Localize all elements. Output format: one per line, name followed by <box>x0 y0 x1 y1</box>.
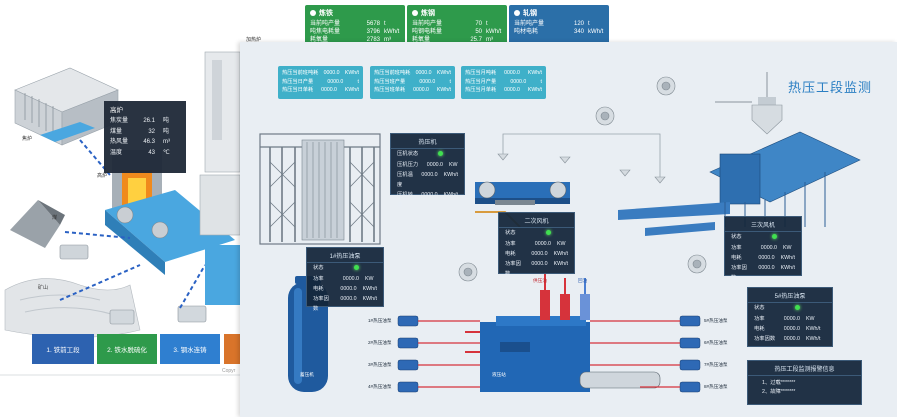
panel-title: 二次风机 <box>499 213 574 228</box>
popup-title: 高炉 <box>110 107 123 114</box>
alarm-info-panel: 热压工段监测报警信息 1、过载******* 2、故障******* <box>747 360 862 405</box>
blast-furnace-label: 高炉 <box>97 173 108 179</box>
coal-pile-icon <box>10 200 89 260</box>
hydraulic-station-icon <box>465 290 661 392</box>
step-button-ironmaking-front[interactable]: 1. 铁前工段 <box>32 334 94 364</box>
step-button-next[interactable] <box>224 334 240 364</box>
mine-icon <box>4 278 207 338</box>
station-label: 液压站 <box>492 372 506 377</box>
oil-pump-icons <box>397 315 701 393</box>
coke-oven-label: 焦炉 <box>22 136 33 142</box>
blast-furnace-icon <box>105 150 235 275</box>
kpi-title: 炼铁 <box>319 10 333 17</box>
step-button-desulfurization[interactable]: 2. 铁水脱硫化 <box>97 334 157 364</box>
rolling-mill-icon <box>199 51 241 305</box>
alarm-item: 2、故障******* <box>762 389 796 395</box>
radio-dot-icon <box>310 10 316 16</box>
alarm-item: 1、过载******* <box>762 380 796 386</box>
pump-label: 4#热压油泵 <box>368 384 392 389</box>
panel-title: 热压工段监测报警信息 <box>748 361 861 376</box>
coal-label: 煤 <box>52 215 58 221</box>
pump-label: 8#热压油泵 <box>704 384 728 389</box>
step-button-casting[interactable]: 3. 钢水连铸 <box>160 334 220 364</box>
hot-press-process-diagram <box>259 72 861 393</box>
status-led-icon <box>795 305 800 310</box>
tank-label: 蓄压机 <box>300 372 314 377</box>
silo-icon <box>715 72 783 135</box>
panel-title: 5#热压油泵 <box>748 288 832 303</box>
pump-label: 5#热压油泵 <box>704 318 728 323</box>
kpi-title: 炼钢 <box>421 10 435 17</box>
panel-title: 1#热压油泵 <box>307 248 383 263</box>
coke-oven-icon <box>14 67 119 146</box>
hanging-rollers-icon <box>301 139 345 241</box>
blower-fan-icon <box>458 76 707 282</box>
radio-dot-icon <box>412 10 418 16</box>
reheat-furnace-label: 加热炉 <box>246 37 262 43</box>
copyright-text: Copyr <box>222 368 236 374</box>
kpi-title: 轧钢 <box>523 10 537 17</box>
hopper-icons <box>497 153 666 184</box>
panel-title: 三次风机 <box>725 217 801 232</box>
radio-dot-icon <box>514 10 520 16</box>
mine-label: 矿山 <box>38 285 49 291</box>
pump-label: 7#热压油泵 <box>704 362 728 367</box>
panel-title: 热压机 <box>391 134 464 149</box>
status-led-icon <box>546 230 551 235</box>
pipe-lines <box>544 274 586 294</box>
pump-label: 3#热压油泵 <box>368 362 392 367</box>
pipe-label: 供压油 <box>533 278 547 283</box>
page-title: 热压工段监测 <box>788 80 873 95</box>
frame-structure-icon <box>259 133 381 245</box>
pump-label: 6#热压油泵 <box>704 340 728 345</box>
pump-label: 1#热压油泵 <box>368 318 392 323</box>
status-led-icon <box>772 234 777 239</box>
status-led-icon <box>354 265 359 270</box>
pipe-label: 回油 <box>578 278 588 283</box>
conveyor-structure-icon <box>618 131 861 236</box>
pump-label: 2#热压油泵 <box>368 340 392 345</box>
status-led-icon <box>438 151 443 156</box>
accumulator-tank-icon <box>288 276 328 392</box>
